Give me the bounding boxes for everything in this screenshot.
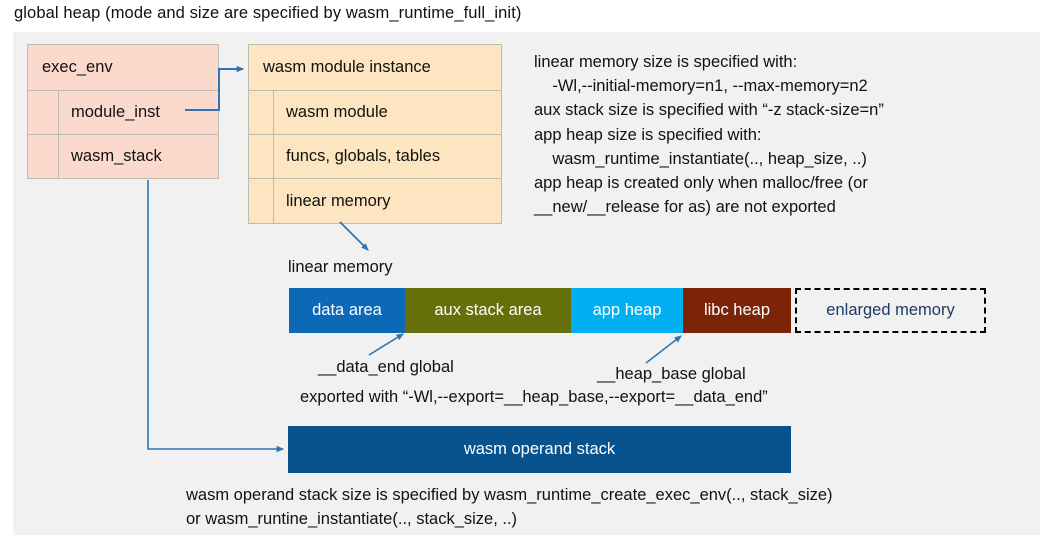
diagram-title: global heap (mode and size are specified… bbox=[14, 4, 522, 22]
note-line: app heap is created only when malloc/fre… bbox=[534, 174, 868, 193]
module-instance-field-wasm-module-label: wasm module bbox=[286, 103, 388, 121]
operand-stack-notes: wasm operand stack size is specified by … bbox=[186, 483, 833, 531]
exec-env-box: exec_env module_inst wasm_stack bbox=[27, 44, 219, 179]
note-line: -Wl,--initial-memory=n1, --max-memory=n2 bbox=[534, 77, 868, 96]
note-line: wasm_runtime_instantiate(.., heap_size, … bbox=[534, 149, 867, 168]
exec-env-gutter bbox=[28, 91, 59, 134]
module-instance-field-linear-memory-label: linear memory bbox=[286, 191, 391, 210]
bottom-note-line: or wasm_runtine_instantiate(.., stack_si… bbox=[186, 510, 518, 529]
exec-env-field-wasm-stack: wasm_stack bbox=[28, 134, 218, 178]
memory-segment-label: enlarged memory bbox=[826, 301, 955, 319]
note-line: __new/__release for as) are not exported bbox=[534, 198, 836, 217]
module-instance-gutter bbox=[249, 135, 274, 178]
memory-segment-label: data area bbox=[312, 301, 382, 319]
linear-memory-notes: linear memory size is specified with: -W… bbox=[534, 50, 1034, 219]
linear-memory-bar-label: linear memory bbox=[288, 258, 393, 276]
memory-segment-aux-stack-area: aux stack area bbox=[405, 288, 571, 333]
memory-segment-label: app heap bbox=[592, 301, 662, 319]
wasm-operand-stack-label: wasm operand stack bbox=[463, 440, 616, 458]
module-instance-field-funcs-globals-tables: funcs, globals, tables bbox=[249, 134, 501, 178]
wasm-operand-stack-box: wasm operand stack bbox=[288, 426, 791, 473]
module-instance-gutter bbox=[249, 91, 274, 134]
memory-segment-label: libc heap bbox=[703, 301, 771, 319]
memory-segment-app-heap: app heap bbox=[571, 288, 683, 333]
module-instance-gutter bbox=[249, 179, 274, 223]
wasm-module-instance-box: wasm module instance wasm module funcs, … bbox=[248, 44, 502, 224]
memory-segment-enlarged-memory: enlarged memory bbox=[795, 288, 986, 333]
module-instance-field-wasm-module: wasm module bbox=[249, 90, 501, 134]
bottom-note-line: wasm operand stack size is specified by … bbox=[186, 486, 833, 504]
exec-env-header-label: exec_env bbox=[42, 58, 113, 76]
memory-segment-data-area: data area bbox=[289, 288, 405, 333]
module-instance-header: wasm module instance bbox=[249, 45, 501, 90]
exec-env-field-module-inst: module_inst bbox=[28, 90, 218, 134]
annotation-data-end: __data_end global bbox=[318, 358, 454, 376]
exec-env-gutter bbox=[28, 135, 59, 178]
note-line: app heap size is specified with: bbox=[534, 125, 762, 144]
module-instance-header-label: wasm module instance bbox=[263, 58, 431, 76]
annotation-exported-with: exported with “-Wl,--export=__heap_base,… bbox=[300, 388, 768, 406]
exec-env-field-module-inst-label: module_inst bbox=[71, 103, 160, 121]
annotation-heap-base: __heap_base global bbox=[597, 365, 746, 383]
exec-env-field-wasm-stack-label: wasm_stack bbox=[71, 147, 162, 165]
memory-segment-libc-heap: libc heap bbox=[683, 288, 791, 333]
module-instance-field-linear-memory: linear memory bbox=[249, 178, 501, 223]
note-line: linear memory size is specified with: bbox=[534, 53, 798, 71]
exec-env-header: exec_env bbox=[28, 45, 218, 90]
linear-memory-bar: data area aux stack area app heap libc heap… bbox=[289, 288, 986, 333]
module-instance-field-funcs-globals-tables-label: funcs, globals, tables bbox=[286, 147, 441, 165]
memory-segment-label: aux stack area bbox=[434, 301, 542, 319]
note-line: aux stack size is specified with “-z sta… bbox=[534, 101, 884, 120]
